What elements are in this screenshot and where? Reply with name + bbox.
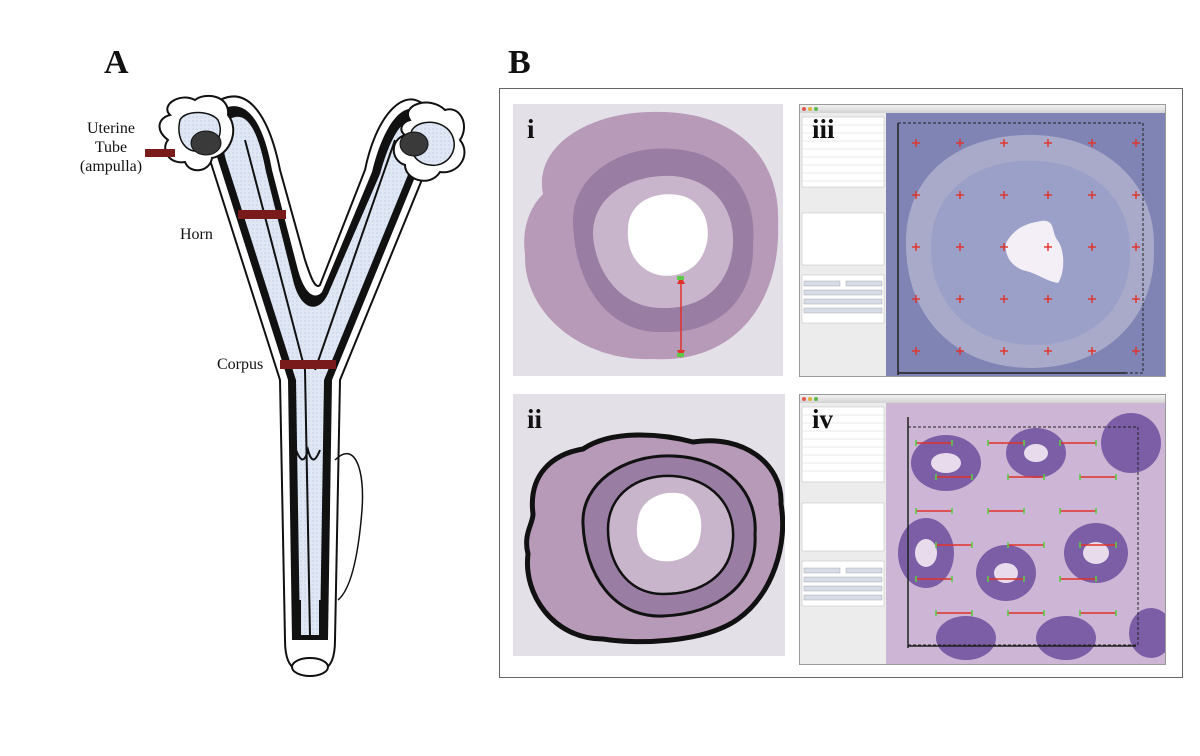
cross-probe-icon xyxy=(1132,347,1140,355)
left-ovary xyxy=(190,130,222,156)
double-arrow-icon xyxy=(915,576,953,582)
double-arrow-icon xyxy=(1079,474,1117,480)
cross-probe-icon xyxy=(912,139,920,147)
cross-probe-icon xyxy=(912,347,920,355)
cross-probe-icon xyxy=(1000,347,1008,355)
panel-b-letter: B xyxy=(508,44,531,81)
cross-probe-icon xyxy=(956,139,964,147)
window-titlebar xyxy=(800,105,1165,113)
panel-a-letter: A xyxy=(104,44,129,81)
cross-probe-icon xyxy=(1132,139,1140,147)
line-probes xyxy=(915,440,1117,616)
subpanel-ii-image xyxy=(513,394,785,656)
subpanel-i-label: i xyxy=(527,114,535,144)
image-viewport-iii[interactable] xyxy=(886,113,1165,376)
cross-probe-icon xyxy=(1088,347,1096,355)
double-arrow-icon xyxy=(987,508,1025,514)
subpanel-ii-label: ii xyxy=(527,404,543,434)
marker-horn xyxy=(238,210,286,219)
uterus-diagram xyxy=(145,94,466,677)
double-arrow-icon xyxy=(915,508,953,514)
cross-probe-icon xyxy=(1000,191,1008,199)
cross-probe-icon xyxy=(956,243,964,251)
right-ovary xyxy=(399,131,429,157)
double-arrow-icon xyxy=(935,474,973,480)
maximize-icon[interactable] xyxy=(814,397,818,401)
cross-probe-icon xyxy=(1000,295,1008,303)
cross-probe-icon xyxy=(1044,191,1052,199)
lumen xyxy=(222,116,420,636)
double-arrow-icon xyxy=(1079,542,1117,548)
cross-probe-icon xyxy=(1000,243,1008,251)
stereology-window-iv xyxy=(799,394,1166,665)
label-corpus: Corpus xyxy=(217,356,264,373)
cross-probe-icon xyxy=(912,295,920,303)
cross-probe-icon xyxy=(1044,347,1052,355)
double-arrow-icon xyxy=(935,542,973,548)
control-sidebar xyxy=(800,113,887,376)
double-arrow-icon xyxy=(1079,610,1117,616)
marker-ampulla xyxy=(145,149,175,157)
cross-probe-icon xyxy=(912,243,920,251)
window-titlebar xyxy=(800,395,1165,403)
cross-probe-icon xyxy=(956,295,964,303)
cross-probe-icon xyxy=(1088,243,1096,251)
minimize-icon[interactable] xyxy=(808,107,812,111)
stereology-window-iii xyxy=(799,104,1166,377)
cross-probe-icon xyxy=(1088,295,1096,303)
cross-probe-icon xyxy=(1000,139,1008,147)
double-arrow-icon xyxy=(1007,542,1045,548)
subpanel-i-image xyxy=(513,104,783,376)
maximize-icon[interactable] xyxy=(814,107,818,111)
cross-probe-icon xyxy=(1044,243,1052,251)
label-horn: Horn xyxy=(180,226,213,243)
image-viewport-iv[interactable] xyxy=(886,403,1165,664)
subpanel-iv-label: iv xyxy=(812,404,834,434)
cross-probe-icon xyxy=(1132,295,1140,303)
cross-probe-icon xyxy=(956,191,964,199)
close-icon[interactable] xyxy=(802,397,806,401)
double-arrow-icon xyxy=(1007,474,1045,480)
control-sidebar xyxy=(800,403,887,664)
marker-corpus xyxy=(280,360,336,369)
double-arrow-icon xyxy=(987,576,1025,582)
cross-probe-icon xyxy=(1088,191,1096,199)
close-icon[interactable] xyxy=(802,107,806,111)
cross-probe-icon xyxy=(956,347,964,355)
double-arrow-icon xyxy=(935,610,973,616)
cross-probe-icon xyxy=(1044,139,1052,147)
double-arrow-icon xyxy=(915,440,953,446)
cross-probe-icon xyxy=(1044,295,1052,303)
cross-probe-icon xyxy=(1132,191,1140,199)
subpanel-iii-label: iii xyxy=(812,114,835,144)
double-arrow-icon xyxy=(987,440,1025,446)
label-uterine-tube: Uterine Tube (ampulla) xyxy=(79,120,143,175)
probe-grid xyxy=(912,139,1140,355)
double-arrow-icon xyxy=(1007,610,1045,616)
double-arrow-icon xyxy=(1059,508,1097,514)
minimize-icon[interactable] xyxy=(808,397,812,401)
double-arrow-icon xyxy=(1059,576,1097,582)
cross-probe-icon xyxy=(912,191,920,199)
double-arrow-icon xyxy=(1059,440,1097,446)
cross-probe-icon xyxy=(1088,139,1096,147)
cross-probe-icon xyxy=(1132,243,1140,251)
vaginal-opening xyxy=(291,657,329,677)
